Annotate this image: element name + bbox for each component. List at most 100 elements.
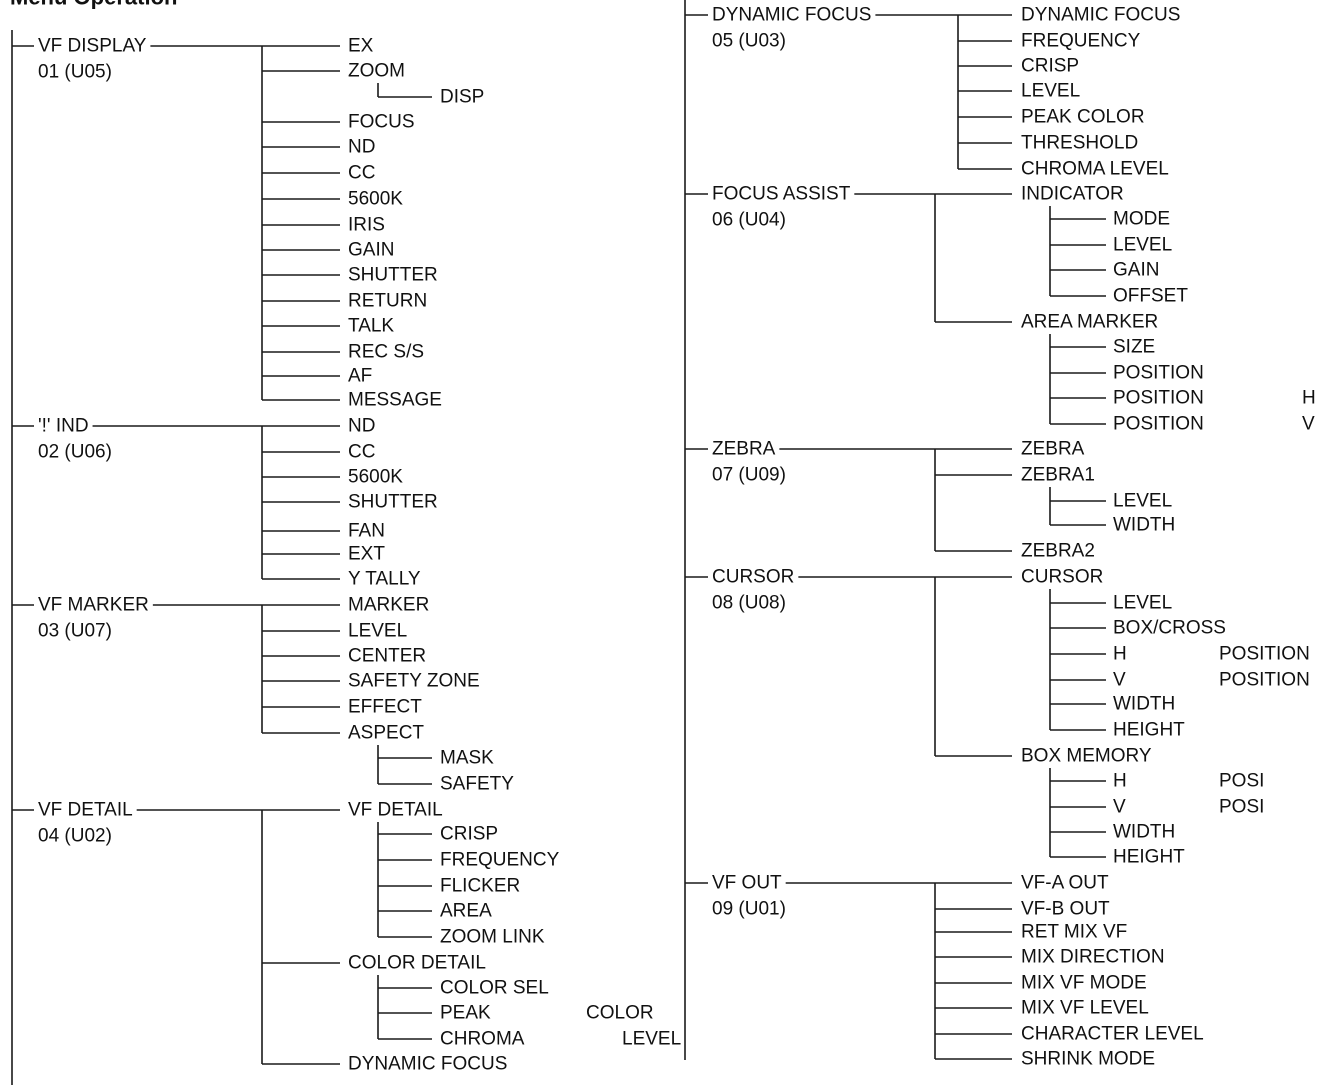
sub-item-label: V [1113,669,1126,691]
group-code: 09 (U01) [712,898,786,920]
menu-item-label: TALK [348,315,395,337]
menu-item-label: ND [348,136,376,158]
sub-item-label: POSITION [1113,362,1204,384]
menu-item-label: ZEBRA1 [1021,464,1095,486]
menu-item-label: CURSOR [1021,566,1104,588]
menu-item-label: AREA MARKER [1021,311,1159,333]
sub-item-label: WIDTH [1113,693,1176,715]
group-code: 03 (U07) [38,620,112,642]
menu-item-label: DYNAMIC FOCUS [1021,4,1181,26]
menu-item-label: SAFETY ZONE [348,670,480,692]
sub-item-label: LEVEL [1113,592,1173,614]
menu-item-label: REC S/S [348,341,425,363]
menu-item-label: CENTER [348,645,427,667]
menu-item-label: CC [348,162,376,184]
menu-item-label: PEAK COLOR [1021,106,1145,128]
sub-item-label: ZOOM LINK [440,926,545,948]
menu-item-label: INDICATOR [1021,183,1124,205]
sub-item-label: H [1113,643,1127,665]
sub-item-suffix: POSI [1219,770,1265,792]
sub-item-label: WIDTH [1113,821,1176,843]
menu-item-label: RETURN [348,290,428,312]
group-name: VF DISPLAY [38,35,147,57]
group-name: VF DETAIL [38,799,133,821]
menu-item-label: CHROMA LEVEL [1021,158,1169,180]
sub-item-label: GAIN [1113,259,1160,281]
sub-item-label: OFFSET [1113,285,1188,307]
group-code: 06 (U04) [712,209,786,231]
group-name: '!' IND [38,415,89,437]
sub-item-label: WIDTH [1113,514,1176,536]
group-code: 07 (U09) [712,464,786,486]
menu-item-label: ND [348,415,376,437]
menu-item-label: FAN [348,520,385,542]
sub-item-label: CRISP [440,823,499,845]
menu-item-label: CRISP [1021,55,1080,77]
sub-item-label: DISP [440,86,485,108]
sub-item-label: MASK [440,747,494,769]
menu-item-label: CC [348,441,376,463]
group-code: 04 (U02) [38,825,112,847]
sub-item-label: LEVEL [1113,490,1173,512]
menu-item-label: 5600K [348,466,403,488]
group-name: CURSOR [712,566,795,588]
menu-item-label: ZEBRA [1021,438,1085,460]
sub-item-label: AREA [440,900,492,922]
menu-item-label: RET MIX VF [1021,921,1128,943]
sub-item-suffix: LEVEL [622,1028,682,1050]
sub-item-label: V [1113,796,1126,818]
menu-item-label: COLOR DETAIL [348,952,486,974]
menu-item-label: MIX DIRECTION [1021,946,1165,968]
sub-item-suffix: H [1302,387,1316,409]
group-name: VF OUT [712,872,782,894]
menu-item-label: EXT [348,543,385,565]
menu-item-label: LEVEL [348,620,408,642]
menu-item-label: 5600K [348,188,403,210]
menu-item-label: ASPECT [348,722,425,744]
sub-item-label: POSITION [1113,413,1204,435]
sub-item-label: MODE [1113,208,1170,230]
group-code: 08 (U08) [712,592,786,614]
sub-item-label: BOX/CROSS [1113,617,1226,639]
menu-item-label: VF DETAIL [348,799,443,821]
menu-item-label: MARKER [348,594,430,616]
menu-item-label: FOCUS [348,111,415,133]
menu-item-label: GAIN [348,239,395,261]
sub-item-label: POSITION [1113,387,1204,409]
menu-item-label: MIX VF LEVEL [1021,997,1149,1019]
menu-item-label: THRESHOLD [1021,132,1139,154]
group-code: 02 (U06) [38,441,112,463]
menu-item-label: ZOOM [348,60,405,82]
menu-item-label: LEVEL [1021,80,1081,102]
sub-item-label: LEVEL [1113,234,1173,256]
group-name: ZEBRA [712,438,776,460]
page-title: Menu Operation [10,0,177,8]
sub-item-label: SIZE [1113,336,1156,358]
menu-item-label: AF [348,365,373,387]
menu-item-label: ZEBRA2 [1021,540,1095,562]
group-name: VF MARKER [38,594,149,616]
menu-item-label: MIX VF MODE [1021,972,1147,994]
menu-item-label: SHUTTER [348,491,438,513]
group-name: FOCUS ASSIST [712,183,851,205]
sub-item-label: COLOR SEL [440,977,549,999]
menu-item-label: VF-B OUT [1021,898,1110,920]
menu-item-label: BOX MEMORY [1021,745,1152,767]
sub-item-suffix: V [1302,413,1315,435]
menu-item-label: MESSAGE [348,389,442,411]
group-name: DYNAMIC FOCUS [712,4,872,26]
menu-item-label: CHARACTER LEVEL [1021,1023,1204,1045]
menu-item-label: Y TALLY [348,568,421,590]
menu-item-label: IRIS [348,214,385,236]
sub-item-label: CHROMA [440,1028,525,1050]
sub-item-label: HEIGHT [1113,719,1185,741]
menu-item-label: FREQUENCY [1021,30,1141,52]
sub-item-suffix: POSITION [1219,669,1310,691]
sub-item-label: FLICKER [440,875,521,897]
group-code: 01 (U05) [38,61,112,83]
menu-item-label: SHUTTER [348,264,438,286]
sub-item-label: H [1113,770,1127,792]
group-code: 05 (U03) [712,30,786,52]
